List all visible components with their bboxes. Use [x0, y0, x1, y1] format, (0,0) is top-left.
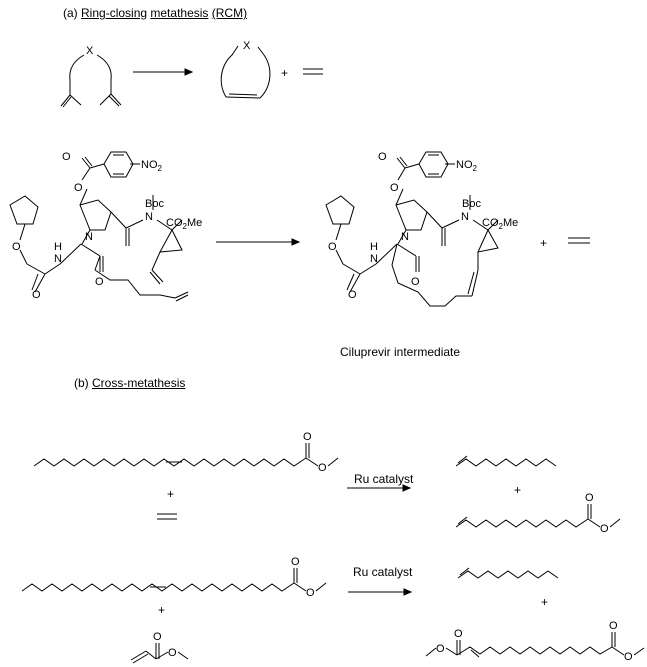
atom-n-boc: N — [145, 211, 153, 223]
product-atom-o-carbamate: O — [328, 241, 337, 253]
oleate-carbonyl-o: O — [303, 431, 312, 443]
product-atom-h-amide: H — [370, 241, 378, 253]
methyl-oleate — [33, 443, 339, 467]
product-methyl-ester-group: CO2Me — [482, 217, 518, 231]
product-1-decene-2 — [457, 567, 559, 579]
arrow-cross-metathesis — [348, 588, 413, 596]
product-atom-o-carbonyl-top: O — [378, 151, 387, 163]
oleate-ester-o: O — [318, 462, 327, 474]
section-b-tag: (b) — [74, 376, 89, 390]
product-1-decene — [455, 455, 557, 467]
product-atom-o-carbamate-carbonyl: O — [348, 289, 357, 301]
ciluprevir-product — [325, 151, 499, 307]
atom-o-carbamate: O — [12, 241, 21, 253]
plus-sign-5: + — [158, 603, 165, 617]
plus-sign-2: + — [540, 236, 547, 250]
atom-x-ring: X — [243, 40, 251, 52]
product-atom-n-amide: N — [370, 253, 378, 265]
atom-o-ester-link: O — [74, 182, 83, 194]
section-a-heading: (a) Ring-closing metathesis (RCM) — [63, 7, 247, 19]
arrow-rcm-generic — [133, 68, 194, 76]
plus-sign-4: + — [514, 483, 521, 497]
ciluprevir-caption: Ciluprevir intermediate — [340, 345, 461, 359]
decenoate-ester-o: O — [600, 523, 609, 535]
plus-sign-6: + — [541, 595, 548, 609]
product-nitro-group: NO2 — [456, 159, 478, 173]
arrow-rcm-ciluprevir — [216, 238, 301, 246]
product-atom-o-amide: O — [411, 276, 420, 288]
catalyst-label-2: Ru catalyst — [353, 565, 413, 579]
atom-o-carbamate-carbonyl: O — [32, 289, 41, 301]
decenoate-carbonyl-o: O — [585, 492, 594, 504]
ciluprevir-substrate — [9, 151, 189, 302]
plus-sign-1: + — [281, 66, 288, 80]
section-a-title-word-2: metathesis — [150, 6, 209, 20]
section-a-title-word-1: Ring-closing — [81, 6, 148, 20]
methyl-ester-group: CO2Me — [166, 217, 202, 231]
arrow-ethenolysis — [347, 484, 412, 492]
atom-o-carbonyl-top: O — [62, 151, 71, 163]
section-a-title-word-3: (RCM) — [211, 6, 248, 20]
section-a-tag: (a) — [63, 6, 78, 20]
atom-x-diene: X — [86, 45, 94, 57]
acrylate-ester-o: O — [168, 647, 177, 659]
diester-right-ester-o: O — [624, 651, 633, 663]
atom-o-amide: O — [95, 276, 104, 288]
nitro-group: NO2 — [141, 159, 163, 173]
atom-n-amide: N — [54, 253, 62, 265]
plus-sign-3: + — [167, 487, 174, 501]
acrylate-carbonyl-o: O — [153, 631, 162, 643]
diester-left-carbonyl-o: O — [454, 628, 463, 640]
boc-group: Boc — [145, 198, 164, 210]
catalyst-label-1: Ru catalyst — [354, 472, 414, 486]
section-b-title: Cross-metathesis — [92, 376, 186, 390]
product-methyl-decenoate — [455, 504, 621, 528]
methyl-oleate-2 — [21, 568, 327, 592]
section-b-heading: (b) Cross-metathesis — [74, 377, 185, 389]
product-atom-o-ester-link: O — [390, 182, 399, 194]
atom-h-amide: H — [54, 241, 62, 253]
ethylene-1 — [303, 68, 323, 75]
product-dimethyl-diester — [425, 632, 645, 658]
product-atom-n-boc: N — [461, 211, 469, 223]
ethylene-2 — [568, 237, 590, 244]
diester-right-carbonyl-o: O — [609, 620, 618, 632]
oleate2-carbonyl-o: O — [291, 556, 300, 568]
methyl-acrylate — [130, 643, 189, 664]
ethylene-3 — [157, 513, 177, 520]
generic-diene — [60, 54, 122, 108]
generic-ring-product — [220, 45, 271, 99]
oleate2-ester-o: O — [306, 587, 315, 599]
product-boc-group: Boc — [462, 198, 481, 210]
atom-n-pyrrolidine: N — [85, 231, 93, 243]
diester-left-ester-o: O — [436, 643, 445, 655]
product-atom-n-pyrrolidine: N — [401, 231, 409, 243]
